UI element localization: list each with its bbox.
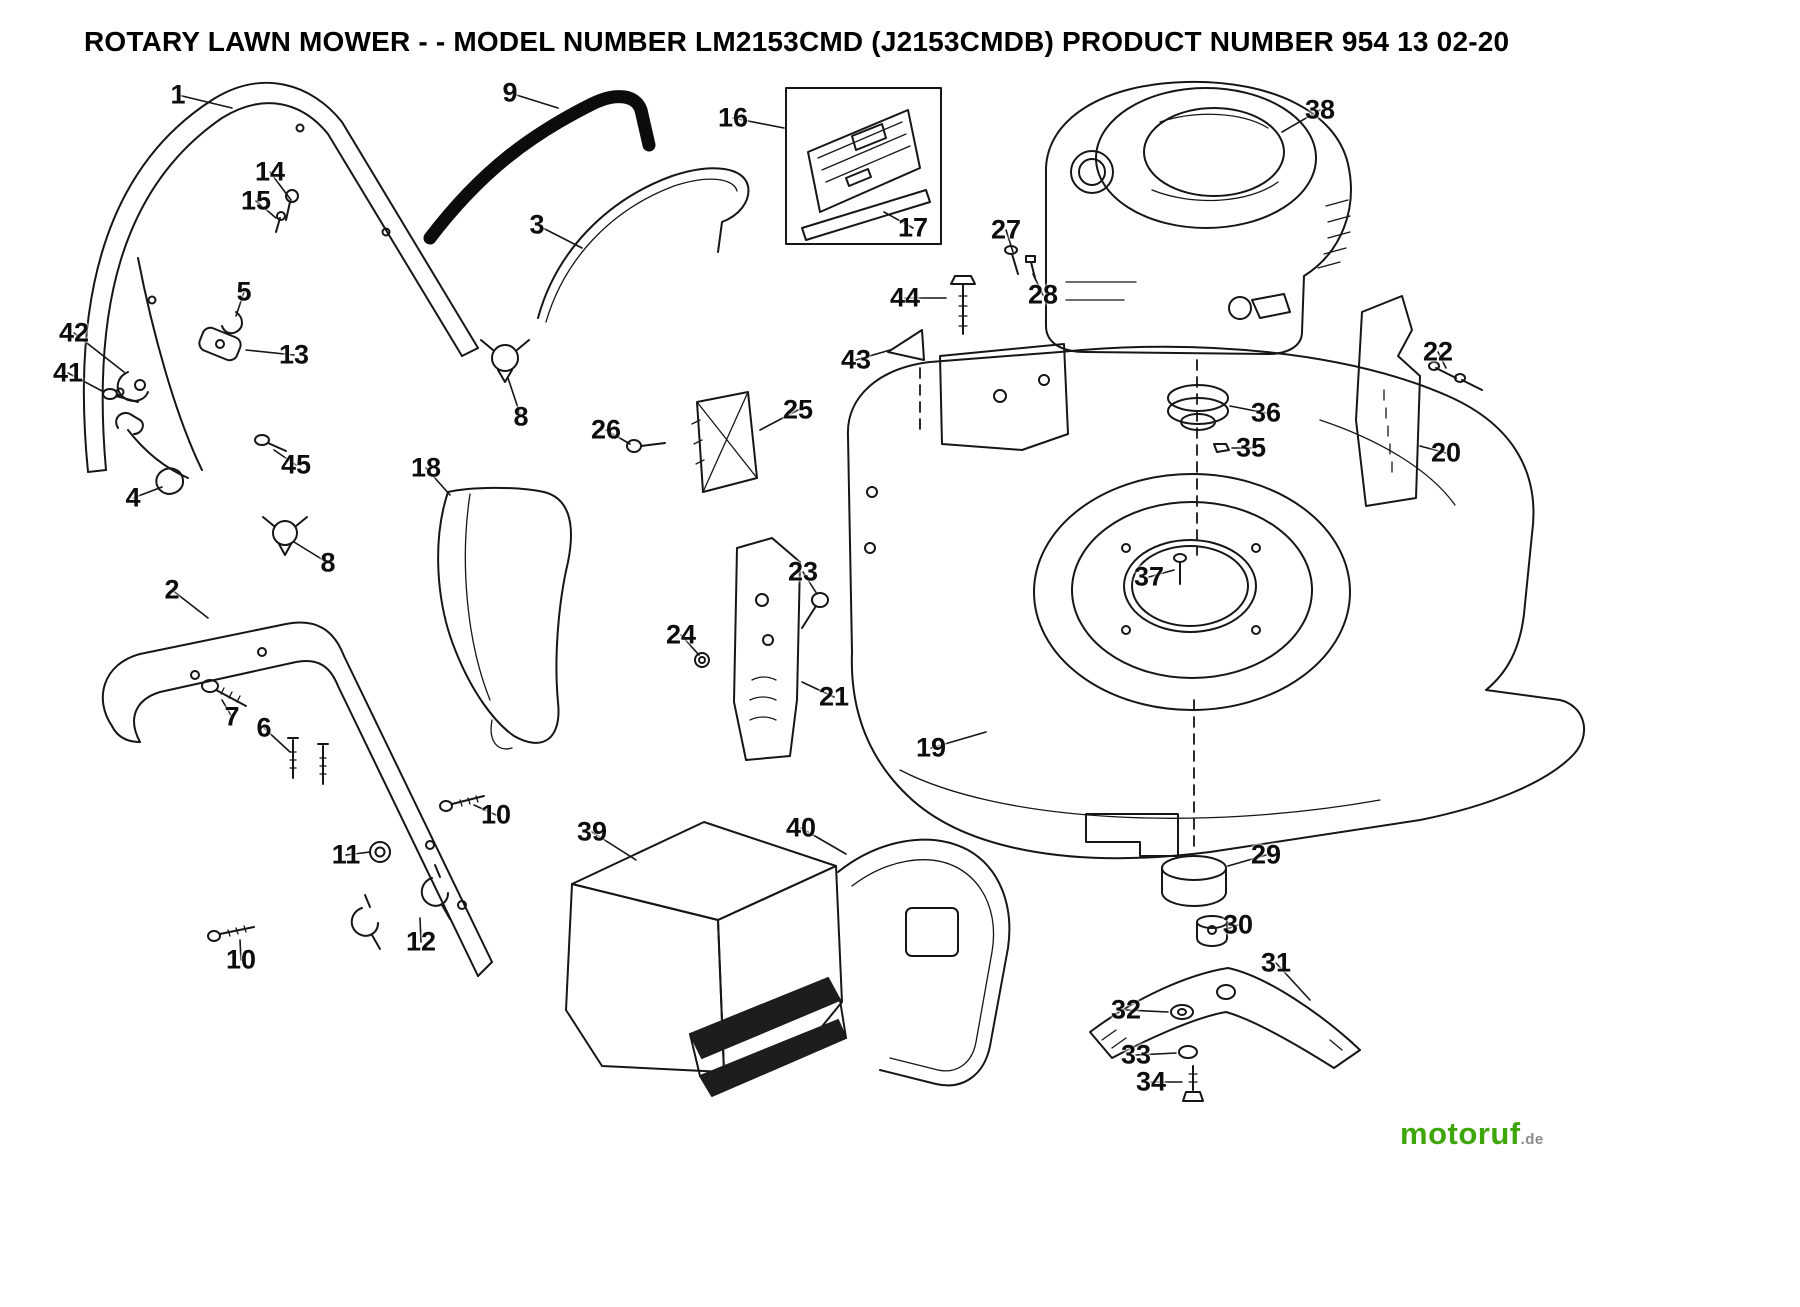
bracket-left: [694, 537, 829, 761]
mower-deck: [846, 343, 1586, 860]
locknut-11: [369, 841, 391, 863]
watermark: motoruf.de: [1400, 1116, 1544, 1152]
handle-knob-upper: [480, 339, 530, 383]
engine-screws: [887, 245, 1036, 431]
bolt-10-left: [207, 925, 255, 942]
rope-guides-12: [350, 864, 451, 950]
handle-grip: [423, 90, 656, 245]
bolt-10-right: [439, 795, 485, 812]
leader-lines: [67, 92, 1447, 1083]
mandrel-stack: [1167, 359, 1230, 585]
watermark-brand: motoruf: [1400, 1116, 1521, 1151]
handle-bolt-7: [201, 679, 247, 707]
diagram-title: ROTARY LAWN MOWER - - MODEL NUMBER LM215…: [84, 26, 1510, 57]
lower-handle: [101, 621, 493, 977]
blade: [1089, 967, 1361, 1069]
control-cables: [102, 189, 299, 495]
bracket-right: [1355, 295, 1483, 507]
watermark-tld: .de: [1520, 1131, 1544, 1148]
handle-knob-lower: [262, 516, 308, 556]
carriage-bolts-6: [287, 737, 329, 785]
control-bail: [537, 167, 750, 323]
inset-panel-box: [785, 87, 942, 245]
upper-handle: [82, 81, 479, 473]
guard-plate: [626, 391, 758, 493]
blade-adapter: [1085, 699, 1228, 947]
blade-hardware: [1170, 1004, 1204, 1102]
grass-bag: [565, 821, 847, 1097]
deflector: [437, 486, 572, 750]
bag-frame: [837, 838, 1011, 1087]
engine: [1045, 80, 1352, 355]
